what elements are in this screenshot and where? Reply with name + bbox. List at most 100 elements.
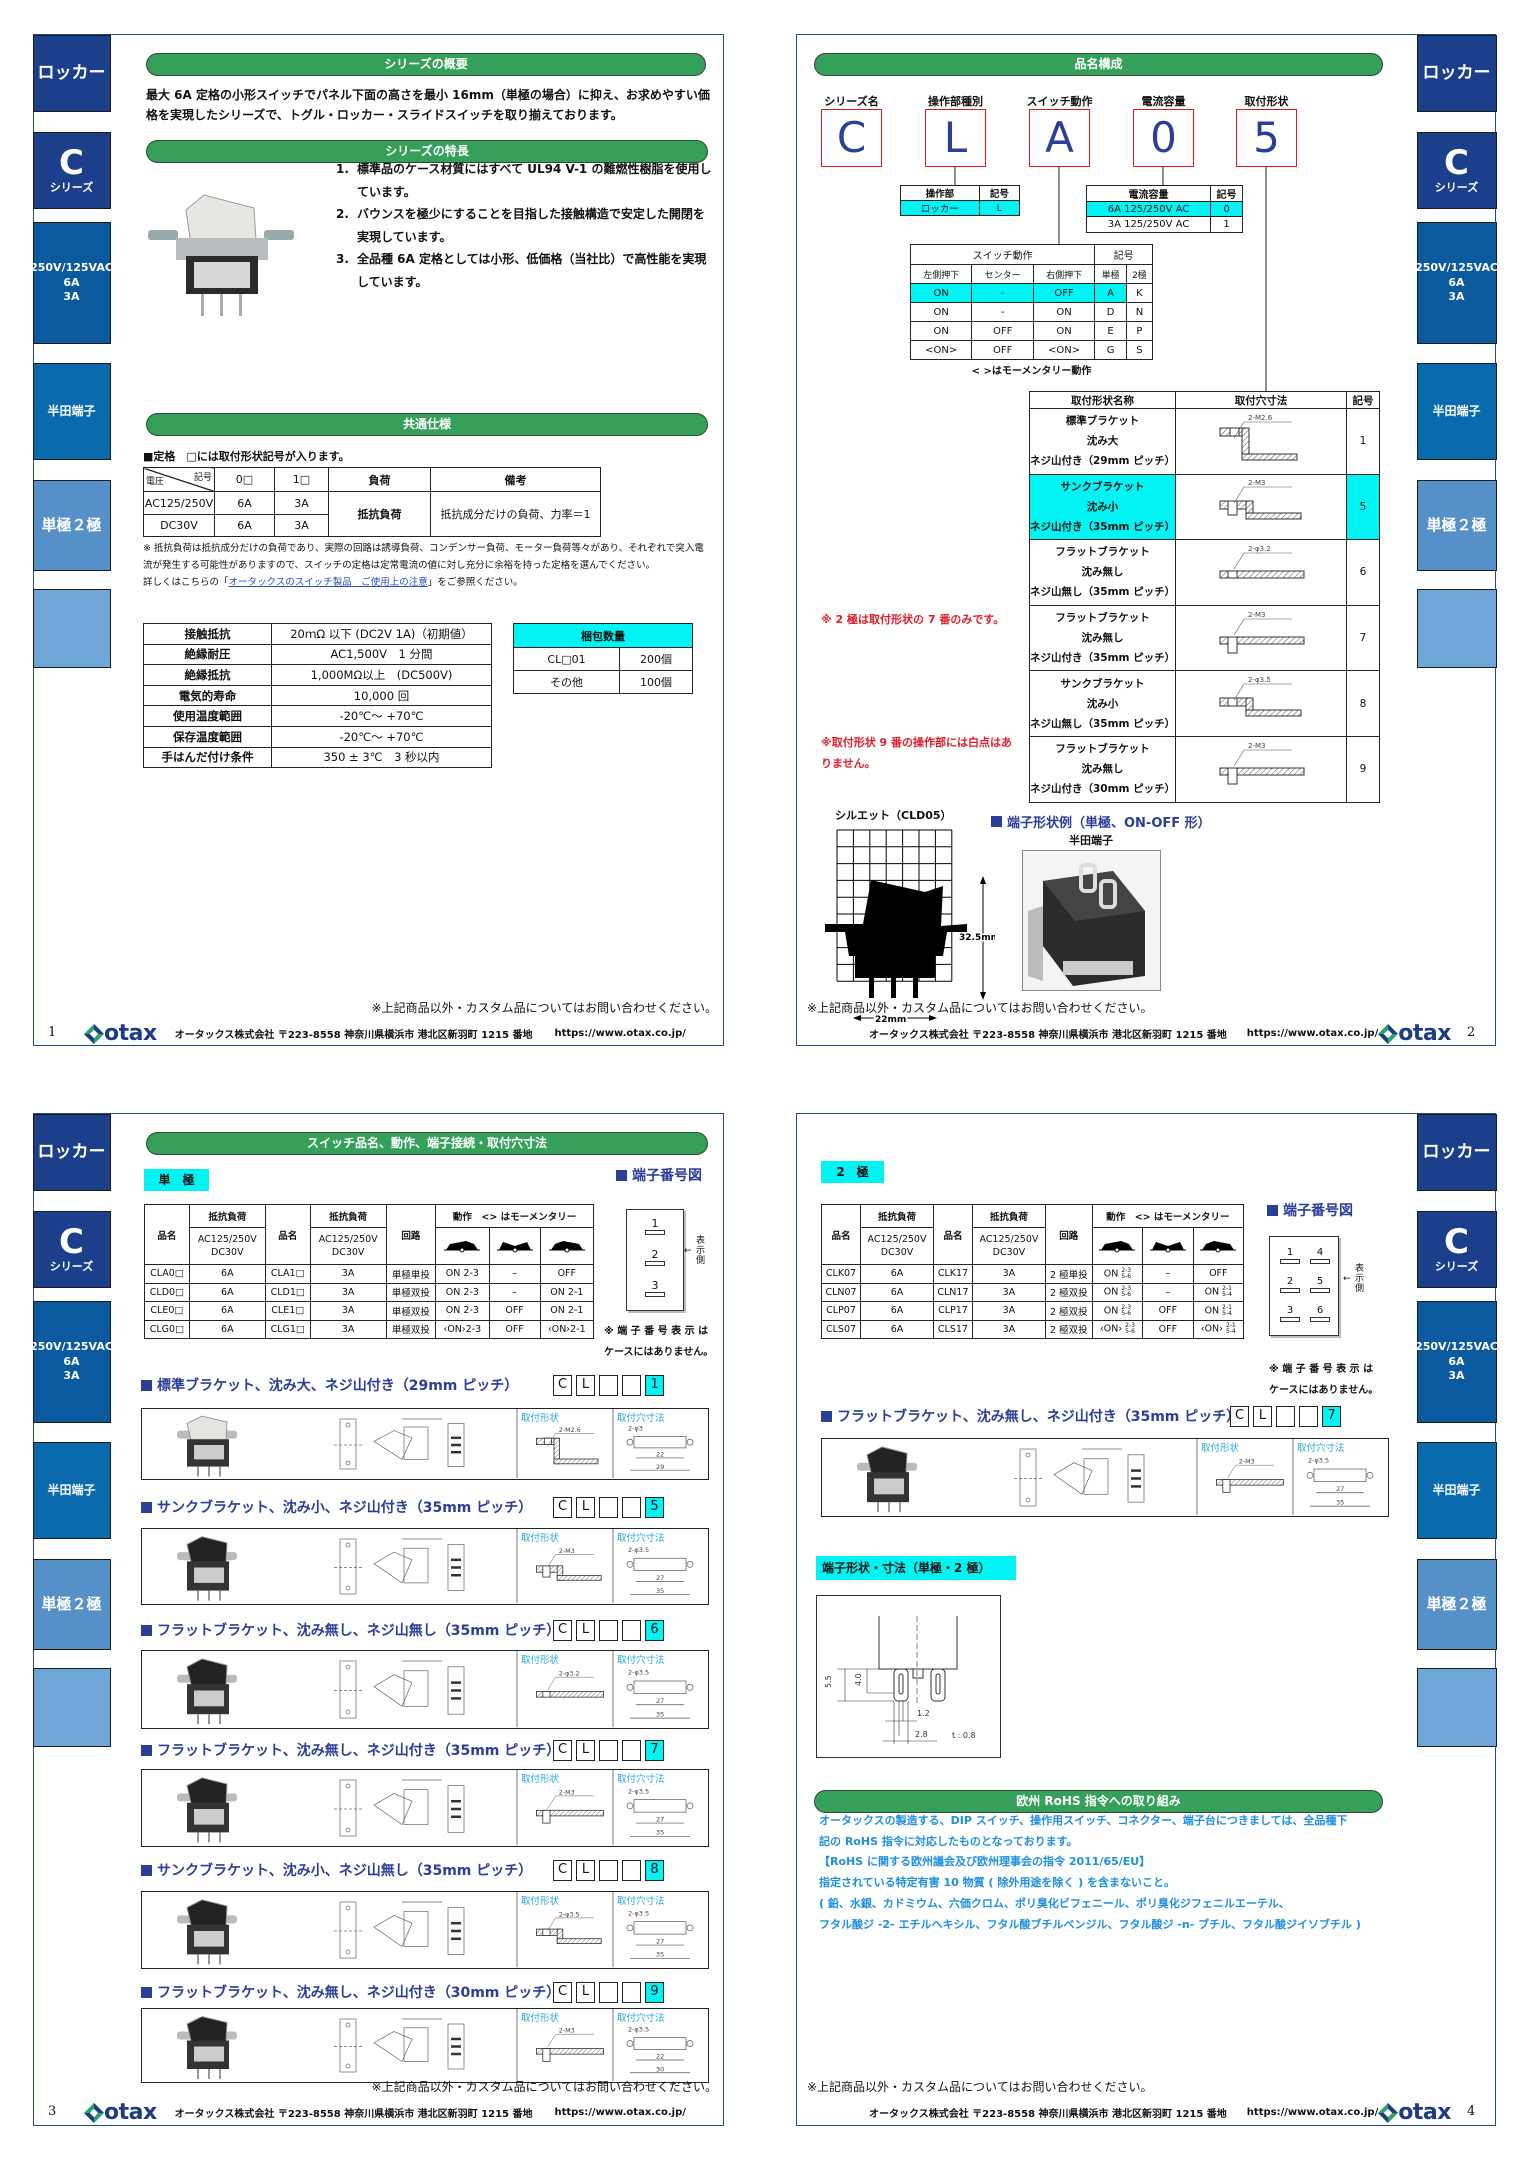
company-url[interactable]: https://www.otax.co.jp/ [1246, 1028, 1379, 1039]
terminal-number: 2 [1280, 1276, 1300, 1293]
rating-line: 6A [1448, 275, 1465, 289]
action-state: OFF [1209, 1268, 1228, 1280]
mount-name-cell: サンクブラケット沈み小ネジ山無し（35mm ピッチ） [1029, 670, 1176, 737]
mount-label: 2-φ3.5 [1248, 676, 1271, 684]
code-box: C [1230, 1406, 1249, 1427]
side-tab-blank[interactable] [1416, 589, 1497, 668]
rating-table: 電圧記号 0□ 1□ 負荷 備考 AC125/250V 6A 3A 抵抗負荷 抵… [143, 467, 601, 537]
mount-name-cell: フラットブラケット沈み無しネジ山付き（35mm ピッチ） [1029, 604, 1176, 672]
dimension-drawings [334, 1660, 465, 1719]
code-part-label: シリーズ名 [824, 95, 879, 108]
side-tab-blank[interactable] [32, 589, 111, 668]
side-tab-blank[interactable] [32, 1668, 111, 1747]
cell-s2: OFF [1142, 1301, 1194, 1321]
side-tab-poles[interactable]: 単極２極 [1416, 480, 1497, 571]
side-tab-blank[interactable] [1416, 1668, 1497, 1747]
rohs-line: ( 鉛、水銀、カドミウム、六価クロム、ポリ臭化ビフェニール、ポリ臭化ジフェニルエ… [819, 1896, 1290, 1910]
company-url[interactable]: https://www.otax.co.jp/ [1246, 2107, 1379, 2118]
side-tab-terminal[interactable]: 半田端子 [32, 1442, 111, 1539]
terminal-sub: 2-3 [1121, 1303, 1132, 1311]
code-header: 記号 [978, 185, 1021, 201]
mount-profile-drawing: 2-M3 [1216, 1458, 1285, 1493]
code-box: L [1253, 1406, 1272, 1427]
side-tab-terminal[interactable]: 半田端子 [1416, 1442, 1497, 1539]
cell-s2: OFF [488, 1301, 541, 1321]
cell-n1: CLN17 [932, 1282, 973, 1302]
code-box: L [576, 1375, 595, 1396]
dim-width-outer: 2.8 [915, 1730, 928, 1739]
product-photo [857, 1446, 917, 1513]
rocker-position-icon [1200, 1240, 1237, 1252]
company-address: オータックス株式会社 〒223-8558 神奈川県横浜市 港北区新羽町 1215… [869, 1030, 1227, 1041]
header-0: 0□ [214, 467, 275, 492]
cell-s1: ‹ON›2-3 [435, 1319, 490, 1339]
mount-label: 2-φ3.2 [559, 1670, 580, 1678]
code-header: 記号 [1094, 244, 1153, 265]
cell-c: 単極単投 [385, 1264, 437, 1284]
spec-value: 1,000MΩ以上 (DC500V) [271, 664, 492, 686]
mount-name-cell: フラットブラケット沈み無しネジ山付き（30mm ピッチ） [1029, 735, 1176, 803]
company-url[interactable]: https://www.otax.co.jp/ [554, 1028, 686, 1039]
rating-header-line: AC125/250V [979, 1234, 1039, 1245]
terminal-number-label: 2 [651, 1248, 659, 1261]
mount-profile-drawing: 2-φ3.5 [1219, 676, 1302, 717]
voltage-header: 電圧 [146, 477, 165, 487]
terminal-number: 1 [1280, 1247, 1300, 1264]
side-tab-rocker[interactable]: ロッカー [1416, 35, 1497, 112]
side-tab-poles[interactable]: 単極２極 [32, 1559, 111, 1650]
side-tab-rocker[interactable]: ロッカー [32, 35, 111, 112]
cell-a0: 6A [860, 1319, 934, 1339]
cell-n0: CLG0□ [144, 1319, 190, 1339]
side-tab-terminal[interactable]: 半田端子 [1416, 363, 1497, 460]
hole-dim-label: 取付穴寸法 [617, 1654, 665, 1666]
silhouette-title: シルエット（CLD05） [835, 809, 952, 822]
section-drawing-box: 取付形状 取付穴寸法 2-M3 2-φ3.5 27 35 [821, 1438, 1389, 1518]
cell-s2: OFF [1142, 1319, 1194, 1339]
hole-dimension-drawing [626, 1921, 694, 1959]
code-box: L [576, 1497, 595, 1518]
switch-cell: OFF [1032, 283, 1096, 303]
side-tab-rocker[interactable]: ロッカー [32, 1114, 111, 1191]
side-tab-rocker[interactable]: ロッカー [1416, 1114, 1497, 1191]
side-tab-poles[interactable]: 単極２極 [1416, 1559, 1497, 1650]
mount-name-line: フラットブラケット [1055, 612, 1150, 625]
side-tab-terminal[interactable]: 半田端子 [32, 363, 111, 460]
side-tab-label: 半田端子 [47, 404, 96, 419]
side-tab-poles[interactable]: 単極２極 [32, 480, 111, 571]
mount-profile-drawing: 2-M3 [536, 1788, 605, 1824]
hole-label: 2-φ3 [628, 1425, 643, 1433]
part-number-title: 品名構成 [814, 53, 1383, 76]
hole-label: 2-φ3.5 [628, 1546, 649, 1554]
hole-dimension-drawing [626, 1436, 694, 1471]
usage-caution-link[interactable]: オータックスのスイッチ製品 ご使用上の注意 [228, 577, 428, 588]
rocker-position-icon [444, 1240, 481, 1252]
remark-header: 備考 [430, 467, 601, 492]
mount-shape-label: 取付形状 [521, 1654, 560, 1666]
header-1: 1□ [274, 467, 329, 492]
section-title: フラットブラケット、沈み無し、ネジ山付き（35mm ピッチ） [837, 1409, 1241, 1425]
section-drawing-box: 取付形状 取付穴寸法 2-φ3.2 2-φ3.5 27 35 [141, 1650, 709, 1730]
terminal-note-line: ※ 端 子 番 号 表 示 は [604, 1326, 709, 1337]
terminal-diagram-heading: 端子番号図 [616, 1165, 702, 1185]
square-bullet-icon [141, 1986, 152, 1998]
hole-dim-label: 取付穴寸法 [1297, 1442, 1345, 1454]
cell-n0: CLK07 [820, 1264, 862, 1284]
terminal-slot-icon [1280, 1288, 1300, 1293]
code-box: L [576, 1620, 595, 1641]
action-state: ‹ON› [1200, 1323, 1223, 1335]
company-url[interactable]: https://www.otax.co.jp/ [554, 2107, 686, 2118]
